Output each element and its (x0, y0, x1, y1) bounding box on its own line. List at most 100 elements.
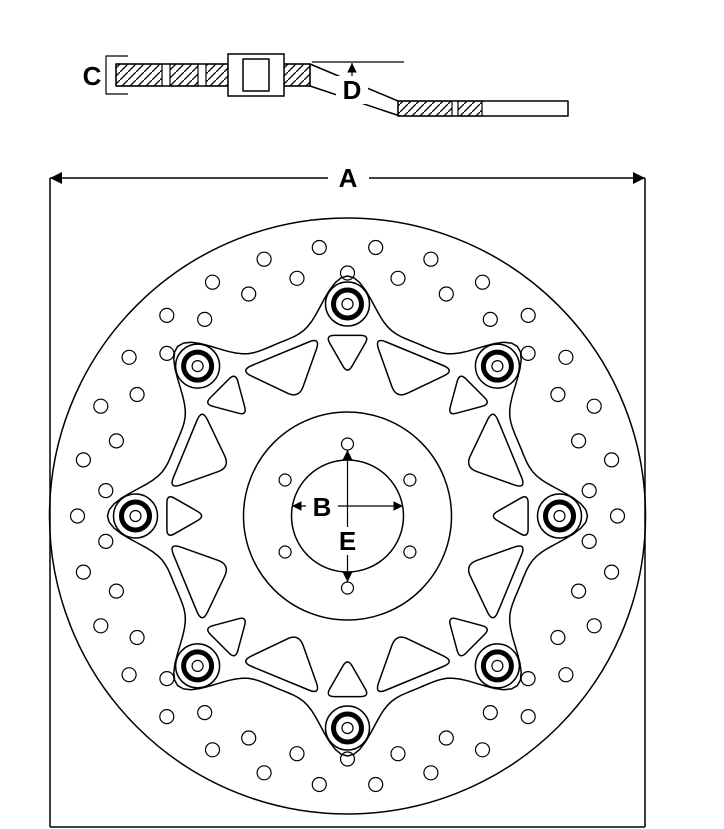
drilled-hole (241, 730, 257, 746)
drilled-hole (368, 239, 384, 256)
drilled-hole (241, 286, 257, 302)
drilled-hole (586, 618, 602, 634)
drilled-hole (69, 508, 86, 524)
rivet-center (491, 360, 504, 373)
drilled-hole (438, 286, 454, 302)
drilled-hole (520, 708, 536, 725)
section-hatch-segment (457, 100, 483, 117)
drilled-hole (75, 564, 92, 580)
front-view: A B E (48, 163, 647, 828)
drilled-hole (550, 386, 566, 403)
drilled-hole (159, 708, 175, 725)
drilled-hole (474, 274, 491, 290)
drilled-hole (558, 667, 574, 683)
drilled-hole (520, 670, 536, 687)
dimension-b-label-box (306, 491, 338, 520)
carrier-small-cutout (327, 334, 368, 371)
rivet-ring (480, 649, 514, 683)
carrier-small-cutout (207, 375, 246, 415)
dimension-c-bracket (105, 55, 128, 95)
rivet-center (191, 360, 204, 373)
drilled-hole (550, 629, 566, 646)
drilled-hole (108, 583, 125, 599)
rivet-ring (543, 499, 576, 533)
rivet-ring (181, 649, 215, 683)
drilled-hole (311, 239, 327, 256)
carrier-small-cutout (166, 496, 203, 536)
dimension-e-label-box (332, 527, 363, 555)
rivet-ring (331, 287, 364, 321)
dimension-d-label-box (336, 76, 368, 104)
carrier-window-cutout (467, 545, 524, 619)
drilled-hole (197, 704, 213, 721)
dimension-d-label: D (343, 75, 362, 105)
drilled-hole (339, 265, 356, 281)
drilled-hole (482, 704, 498, 721)
drilled-hole (603, 564, 620, 580)
dimension-e-label: E (339, 526, 356, 556)
drilled-hole (75, 452, 92, 468)
rivet-center (341, 721, 354, 735)
drilled-hole (121, 667, 137, 683)
drilled-hole (159, 307, 175, 323)
section-hatch-segment (283, 63, 311, 87)
hub-circle (242, 411, 453, 621)
drilled-hole (368, 776, 384, 793)
rivet-center (129, 509, 142, 523)
bolt-hole (278, 545, 292, 559)
drilled-hole (93, 398, 109, 414)
drilled-hole (159, 345, 175, 361)
carrier-window-cutout (376, 339, 450, 396)
section-rivet-outer (227, 53, 285, 97)
drilled-hole (603, 452, 620, 468)
drilled-hole (586, 398, 602, 414)
bolt-hole (403, 545, 417, 559)
floating-rivet-buttons (112, 281, 583, 751)
drilled-hole (93, 618, 109, 634)
drilled-hole (423, 251, 439, 267)
dimension-c-label: C (83, 61, 102, 91)
drilled-hole (129, 629, 145, 646)
drilled-hole (98, 533, 114, 550)
carrier-cutout-windows (171, 339, 524, 693)
carrier-window-cutout (245, 339, 319, 396)
bolt-hole (340, 581, 355, 595)
drilled-hole (520, 345, 536, 361)
drilled-hole (339, 751, 356, 767)
drilled-hole (390, 270, 406, 286)
bolt-hole (340, 437, 355, 451)
drilled-hole (256, 765, 272, 781)
carrier-window-cutout (245, 636, 319, 693)
drilled-hole (570, 433, 587, 449)
rivet-ring (119, 499, 152, 533)
carrier-window-cutout (171, 413, 228, 487)
rivet-ring (181, 349, 215, 383)
drilled-hole (98, 483, 114, 499)
drilled-hole (197, 311, 213, 327)
drilled-hole (108, 433, 125, 449)
rivet-center (341, 297, 354, 311)
drilled-hole (159, 670, 175, 687)
bolt-hole (403, 473, 417, 487)
carrier-small-cutout (492, 496, 529, 536)
drilled-hole (482, 311, 498, 327)
drilled-hole (204, 274, 221, 290)
section-rivet-inner (242, 58, 270, 92)
drilled-hole (204, 742, 221, 758)
carrier-scalloped-edge (106, 275, 589, 757)
carrier-window-cutout (376, 636, 450, 693)
carrier-small-cutout (449, 375, 488, 415)
dimension-d: D (312, 61, 404, 105)
drilled-hole (129, 386, 145, 403)
rivet-center (491, 659, 504, 673)
drilled-holes-group (69, 239, 626, 793)
cross-section-view: C D (83, 53, 569, 117)
drilled-hole (581, 533, 597, 550)
drilled-hole (570, 583, 587, 599)
drilled-hole (609, 508, 626, 524)
drilled-hole (390, 746, 406, 762)
drilled-hole (423, 765, 439, 781)
drilled-hole (121, 349, 137, 365)
section-hatch-segment (397, 100, 453, 117)
